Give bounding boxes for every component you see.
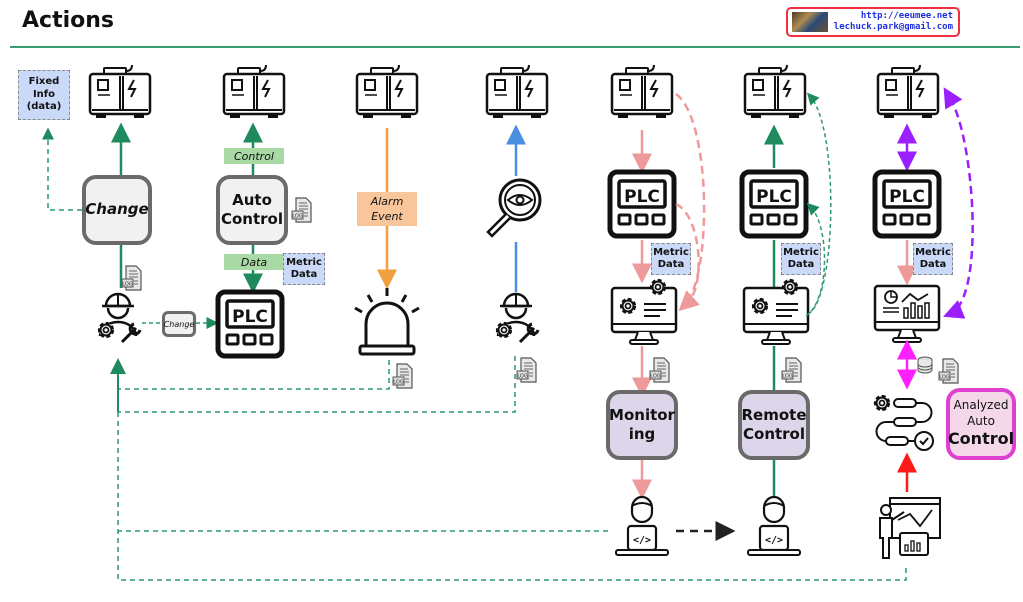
- log-file-icon: [291, 197, 312, 223]
- log-file-icon: [516, 357, 537, 383]
- generator-icon-col4: [485, 63, 549, 120]
- dashed-feedback-analyst: [117, 410, 907, 581]
- dashed-arrow-plc-to-monitor: [675, 202, 700, 306]
- log-file-icon: [649, 357, 670, 383]
- dashed-arrow-monitor-to-generator: [807, 92, 832, 315]
- engineer-icon-col4: [497, 294, 538, 342]
- generator-icon-col3: [355, 63, 419, 120]
- plc-icon-col2: [218, 292, 282, 356]
- plc-icon-col6: [742, 172, 806, 236]
- control-label: Control: [224, 148, 284, 164]
- database-icon: [917, 356, 933, 374]
- header-divider: [10, 46, 1020, 48]
- generator-icon-col7: [876, 63, 940, 120]
- dashed-feedback-alarm: [118, 360, 390, 390]
- fixed-info-note: Fixed Info (data): [18, 70, 70, 120]
- alarm-event-label: Alarm Event: [357, 192, 417, 226]
- monitor-settings-icon-col6: [744, 280, 808, 344]
- author-avatar: [792, 12, 828, 32]
- monitoring-process-box[interactable]: Monitor ing: [606, 390, 678, 460]
- credit-badge: http://eeumee.net lechuck.park@gmail.com: [786, 7, 960, 37]
- metric-data-note-col5: Metric Data: [651, 243, 691, 275]
- log-file-icon: [121, 265, 142, 291]
- magnifier-eye-icon: [486, 178, 542, 238]
- plc-icon-col5: [610, 172, 674, 236]
- generator-icon-col2: [222, 63, 286, 120]
- plc-icon-col7: [875, 172, 939, 236]
- analyzed-control-label: Control: [947, 429, 1015, 449]
- log-file-icon: [938, 358, 959, 384]
- metric-data-note-col7: Metric Data: [913, 243, 953, 275]
- change-mini-box[interactable]: Change: [162, 311, 196, 337]
- engineer-icon-col1: [99, 294, 140, 342]
- dashboard-monitor-icon: [873, 284, 941, 344]
- remote-control-process-box[interactable]: Remote Control: [738, 390, 810, 460]
- analyst-presenter-icon: [879, 497, 941, 559]
- dashed-arrow-monitor-to-plc: [805, 202, 826, 317]
- dashed-arrow-to-fixed-info: [42, 127, 82, 211]
- data-label: Data: [224, 254, 284, 270]
- developer-icon-col6: [746, 495, 802, 557]
- dashed-bidirectional-generator-dashboard: [943, 87, 974, 319]
- workflow-icon: [873, 394, 934, 451]
- analyzed-auto-control-box[interactable]: Analyzed Auto Control: [946, 388, 1016, 460]
- auto-control-process-box[interactable]: Auto Control: [216, 175, 288, 245]
- page-title: Actions: [22, 8, 114, 33]
- metric-data-note-col6: Metric Data: [781, 243, 821, 275]
- generator-icon-col6: [743, 63, 807, 120]
- change-process-box[interactable]: Change: [82, 175, 152, 245]
- developer-icon-col5: [614, 495, 670, 557]
- credit-email[interactable]: lechuck.park@gmail.com: [833, 22, 953, 32]
- generator-icon-col5: [610, 63, 674, 120]
- dashed-feedback-inspection: [118, 356, 516, 413]
- credit-url[interactable]: http://eeumee.net: [860, 11, 953, 21]
- alarm-siren-icon: [354, 288, 420, 356]
- metric-data-note-col2: Metric Data: [283, 253, 325, 285]
- analyzed-auto-label: Analyzed Auto: [953, 398, 1009, 428]
- monitor-settings-icon-col5: [612, 280, 676, 344]
- generator-icon-col1: [88, 63, 152, 120]
- dashed-arrow-generator-to-monitor: [675, 92, 706, 312]
- log-file-icon: [392, 363, 413, 389]
- log-file-icon: [781, 357, 802, 383]
